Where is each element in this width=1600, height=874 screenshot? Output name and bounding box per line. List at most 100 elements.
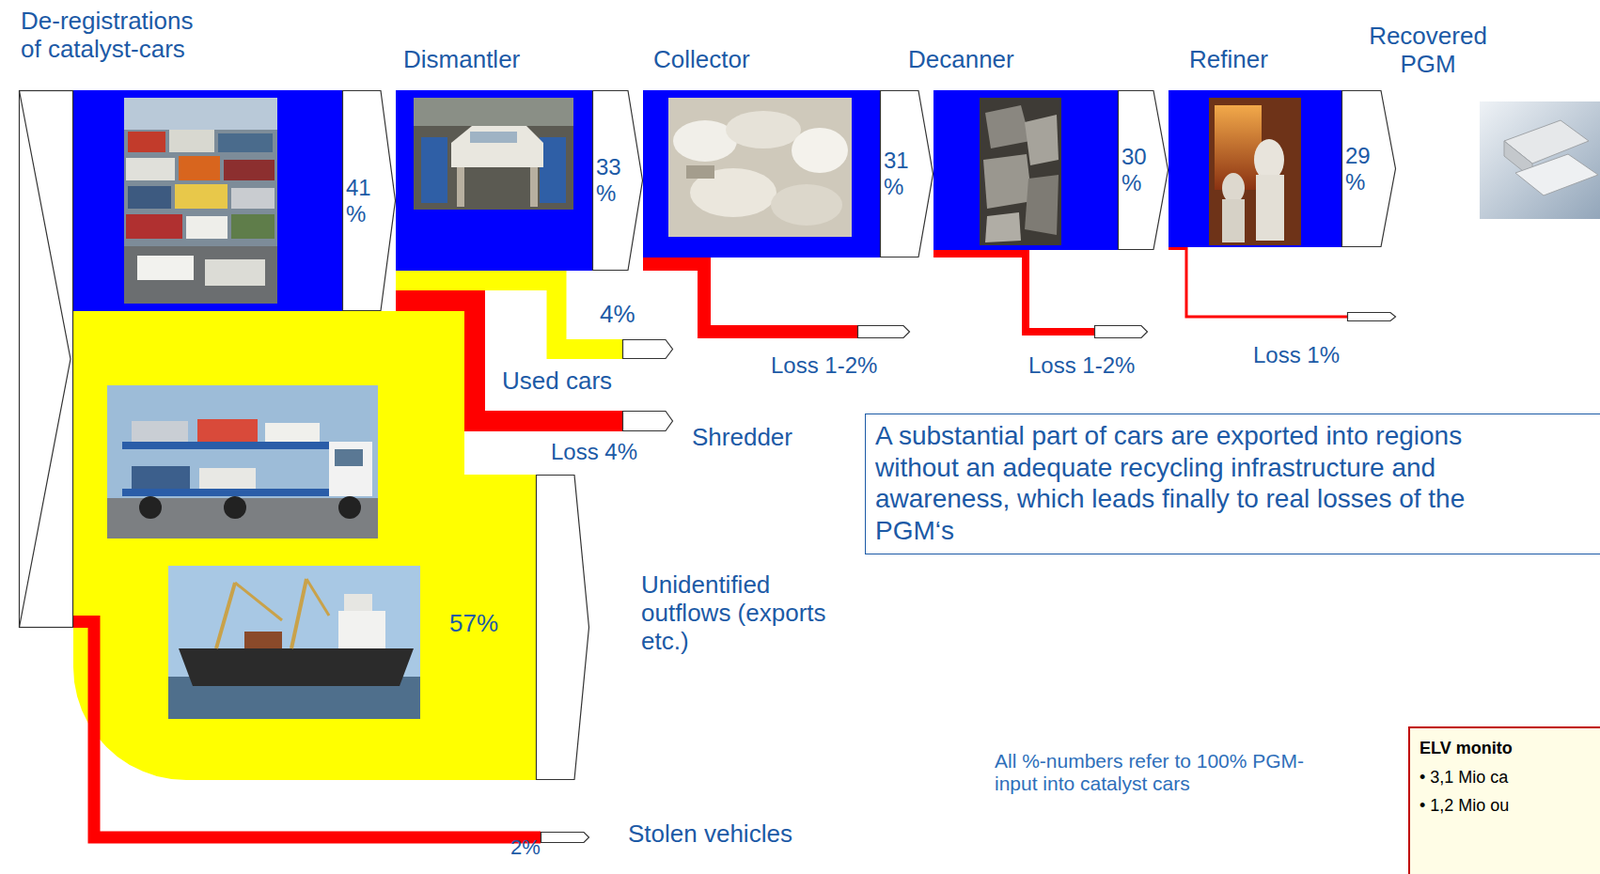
flow-heading: De-registrations of catalyst-cars — [20, 7, 209, 64]
flow-arrow: 30 % — [1117, 90, 1169, 251]
flow-band — [1168, 249, 1348, 318]
decanner-photo — [979, 97, 1062, 246]
loss-arrow: Loss 4%Shredder — [622, 410, 674, 432]
bullet-item: • 3,1 Mio ca — [1419, 763, 1600, 793]
arrow-outline — [1348, 313, 1397, 322]
flow-band — [73, 622, 541, 839]
scrapyard-photo — [218, 133, 273, 153]
arrow-outline — [342, 90, 396, 312]
dismantler-photo — [413, 97, 574, 210]
flow-arrow: 33 % — [592, 90, 644, 271]
input-outline — [19, 91, 74, 628]
loss-arrow: Stolen vehicles2% — [540, 831, 590, 844]
decanner-photo — [1024, 114, 1059, 166]
flow-band — [933, 253, 1095, 332]
arrow-outline — [1095, 326, 1148, 339]
ship-photo — [168, 565, 421, 720]
refiner-photo — [1208, 97, 1302, 246]
loss-arrow: Loss 1% — [1347, 312, 1397, 322]
refiner-photo — [1222, 172, 1245, 204]
box-title: ELV monito — [1419, 734, 1600, 764]
dismantler-photo — [456, 167, 465, 207]
flow-band — [643, 90, 880, 258]
output-arrow: Recovered PGM29 % — [1341, 90, 1397, 248]
arrow-outline — [623, 340, 674, 360]
ship-photo — [344, 594, 373, 612]
ship-photo — [338, 611, 386, 649]
loss-label: Loss 1-2% — [1028, 352, 1135, 379]
scrapyard-photo — [169, 129, 215, 153]
pgm-bars-photo — [1479, 101, 1600, 220]
flow-band — [643, 264, 858, 332]
dismantler-photo — [539, 137, 566, 204]
outflow-label: Used cars — [501, 367, 612, 396]
decanner-photo — [985, 105, 1031, 149]
scrapyard-photo — [124, 246, 278, 304]
arrow-outline — [535, 474, 590, 781]
note-text: All %-numbers refer to 100% PGM-input in… — [994, 750, 1305, 796]
loss-label: Loss 4% — [550, 439, 638, 466]
loss-label: Loss 1-2% — [770, 352, 878, 379]
truck-photo — [197, 419, 258, 442]
scrapyard-photo — [127, 186, 172, 209]
decanner-photo — [1024, 174, 1059, 236]
collector-photo — [668, 97, 852, 237]
dismantler-photo — [421, 137, 448, 204]
bullet-item: • 1,2 Mio ou — [1419, 791, 1600, 821]
truck-photo — [131, 466, 190, 489]
truck-photo — [199, 468, 256, 489]
arrow-outline — [622, 410, 674, 432]
arrow-outline — [343, 91, 396, 312]
ship-photo — [168, 565, 421, 720]
flow-percent: 2% — [510, 837, 541, 859]
truck-photo — [223, 496, 247, 519]
arrow-outline — [1342, 91, 1397, 248]
outflow-label: Unidentified outflows (exports etc.) — [641, 571, 844, 657]
arrow-outline — [1118, 91, 1169, 251]
dismantler-photo — [413, 97, 574, 126]
arrow-outline — [857, 325, 910, 339]
scrapyard-photo — [124, 97, 278, 304]
dismantler-photo — [470, 131, 518, 143]
scrapyard-photo — [127, 131, 166, 153]
flow-percent: 30 % — [1121, 143, 1152, 196]
collector-photo — [725, 110, 801, 149]
truck-photo — [139, 496, 162, 519]
arrow-outline — [541, 832, 590, 844]
scrapyard-photo — [124, 97, 278, 304]
arrow-outline — [1347, 312, 1397, 322]
dismantler-photo — [413, 97, 574, 210]
loss-label: Loss 1% — [1253, 342, 1340, 369]
callout-box: A substantial part of cars are exported … — [864, 413, 1600, 555]
scrapyard-photo — [231, 188, 275, 209]
arrow-outline — [880, 91, 934, 258]
input-arrow: De-registrations of catalyst-cars — [18, 90, 74, 628]
outflow-arrow: 4%Used cars — [622, 339, 674, 360]
scrapyard-photo — [124, 97, 278, 130]
arrow-outline — [622, 339, 674, 360]
arrow-outline — [536, 475, 590, 781]
truck-photo — [265, 423, 320, 442]
stage-heading: Dismantler — [403, 46, 520, 75]
collector-photo — [668, 97, 852, 237]
refiner-photo — [1255, 174, 1285, 241]
dismantler-photo — [530, 167, 538, 207]
scrapyard-photo — [178, 156, 220, 181]
flow-percent: 31 % — [883, 147, 917, 200]
collector-photo — [770, 184, 843, 226]
flow-arrow: 41 % — [342, 90, 396, 312]
scrapyard-photo — [125, 157, 175, 181]
arrow-outline — [540, 831, 590, 844]
stage-heading: Collector — [653, 46, 751, 75]
truck-photo — [131, 421, 189, 442]
flow-percent: 57% — [449, 610, 499, 639]
ship-photo — [235, 582, 283, 621]
monitoring-box: ELV monito• 3,1 Mio ca• 1,2 Mio ou — [1408, 726, 1600, 874]
refiner-photo — [1208, 97, 1302, 246]
truck-photo — [329, 441, 373, 497]
dismantler-photo — [451, 125, 544, 168]
decanner-photo — [983, 154, 1033, 209]
decanner-photo — [979, 97, 1062, 246]
scrapyard-photo — [137, 255, 194, 281]
flow-band — [395, 300, 623, 422]
